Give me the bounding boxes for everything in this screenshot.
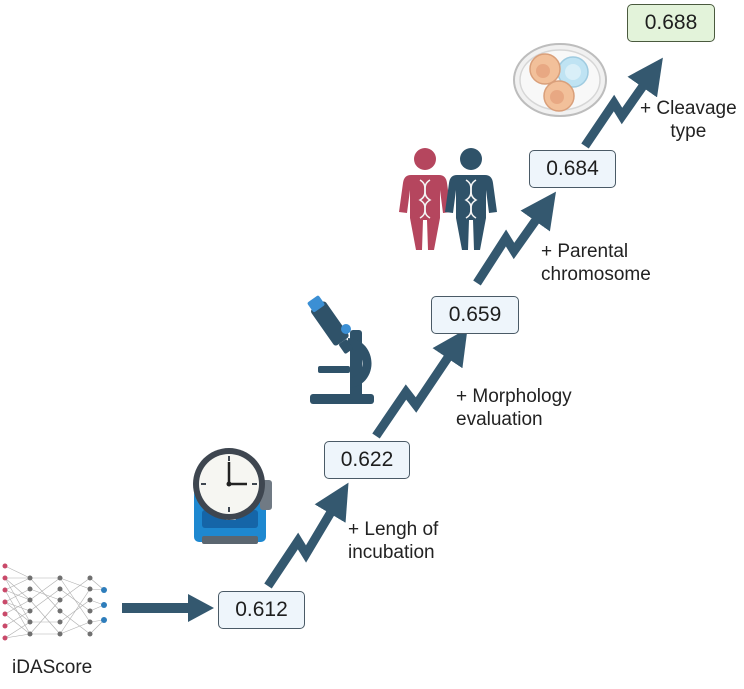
- step-label-line: incubation: [348, 542, 435, 563]
- step-label-line: + Lengh of: [348, 519, 439, 540]
- step-label-parental: + Parental chromosome: [541, 240, 651, 286]
- step-label-line: + Cleavage: [640, 98, 737, 119]
- score-box-1: 0.612: [218, 591, 305, 629]
- step-label-line: type: [670, 121, 707, 142]
- score-box-4: 0.684: [529, 150, 616, 188]
- step-arrow-4: [581, 57, 663, 149]
- score-box-2: 0.622: [324, 441, 410, 479]
- step-label-incubation: + Lengh of incubation: [348, 518, 438, 564]
- score-value: 0.612: [235, 598, 288, 621]
- step-label-line: + Parental: [541, 241, 629, 262]
- step-label-line: chromosome: [541, 264, 651, 285]
- embryo-dish-icon: [513, 43, 607, 117]
- score-value: 0.622: [340, 448, 394, 471]
- score-value: 0.688: [644, 11, 698, 34]
- score-box-3: 0.659: [431, 296, 519, 334]
- incubator-clock-icon: [193, 448, 272, 544]
- step-label-morphology: + Morphology evaluation: [456, 385, 572, 431]
- step-arrow-1: [264, 482, 349, 589]
- step-label-cleavage: + Cleavage type: [640, 97, 737, 143]
- microscope-icon: [307, 295, 374, 404]
- step-label-line: evaluation: [456, 409, 543, 430]
- neural-network-icon: [2, 563, 107, 641]
- model-label: iDAScore: [12, 657, 93, 678]
- step-label-line: + Morphology: [456, 386, 572, 407]
- score-box-final: 0.688: [627, 4, 715, 42]
- score-value: 0.659: [448, 303, 502, 326]
- input-arrow: [122, 594, 214, 622]
- score-value: 0.684: [546, 157, 599, 180]
- step-arrow-3: [473, 191, 556, 286]
- parents-dna-icon: [399, 148, 497, 250]
- step-arrow-2: [372, 328, 468, 439]
